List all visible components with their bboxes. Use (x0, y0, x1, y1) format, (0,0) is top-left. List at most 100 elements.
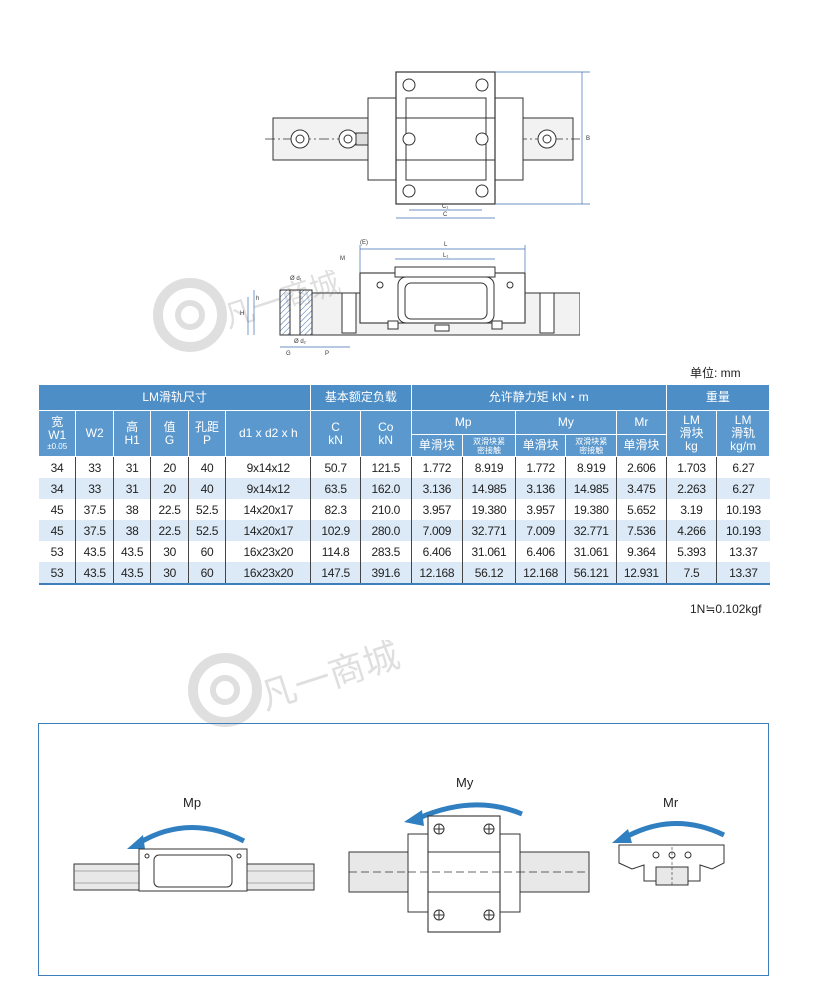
header-moment: 允许静力矩 kN・m (410, 384, 667, 411)
table-cell: 7.5 (665, 562, 718, 585)
table-cell: 43.5 (75, 562, 114, 585)
table-cell: 37.5 (75, 520, 114, 541)
dim-l1-label: L₁ (443, 253, 448, 259)
table-cell: 20 (150, 478, 189, 499)
header-load: 基本额定负载 (310, 384, 412, 411)
table-cell: 37.5 (75, 499, 114, 520)
label-mr: Mr (663, 795, 679, 810)
watermark-text: 凡一商城 (255, 640, 405, 719)
sub-mp-double: 双滑块紧密接触 (462, 434, 516, 457)
my-diagram (348, 802, 590, 933)
label-my: My (456, 775, 474, 790)
table-cell: 5.652 (616, 499, 667, 520)
table-cell: 56.12 (462, 562, 516, 585)
table-cell: 38 (112, 520, 152, 541)
table-cell: 6.406 (514, 541, 567, 562)
dim-p-label: P (325, 351, 329, 357)
dim-c1-label: C₁ (442, 204, 448, 210)
table-cell: 3.957 (410, 499, 464, 520)
moment-diagram-box: Mp My Mr (38, 723, 769, 976)
col-d: d1 x d2 x h (225, 410, 312, 457)
dim-e-label: (E) (360, 240, 368, 246)
table-cell: 30 (150, 562, 189, 585)
my-arrow-icon (418, 802, 523, 821)
table-cell: 210.0 (359, 499, 412, 520)
table-cell: 4.266 (665, 520, 718, 541)
table-cell: 10.193 (716, 499, 770, 520)
col-w1: 宽 W1 ±0.05 (37, 410, 77, 457)
table-cell: 43.5 (112, 562, 152, 585)
table-cell: 20 (150, 456, 189, 478)
mp-diagram (73, 825, 315, 892)
table-cell: 19.380 (462, 499, 516, 520)
dim-h-label: H (240, 311, 244, 317)
table-cell: 33 (75, 478, 114, 499)
table-cell: 34 (38, 456, 77, 478)
spec-table: LM滑轨尺寸 基本额定负载 允许静力矩 kN・m 重量 宽 W1 ±0.05 W… (37, 384, 771, 585)
table-cell: 45 (38, 520, 77, 541)
table-cell: 147.5 (310, 562, 361, 585)
header-rail: LM滑轨尺寸 (37, 384, 312, 411)
table-cell: 13.37 (716, 541, 770, 562)
sub-my-single: 单滑块 (514, 434, 567, 457)
table-cell: 53 (38, 562, 77, 585)
table-cell: 2.263 (665, 478, 718, 499)
dim-d1-label: Ø d₁ (290, 276, 302, 282)
table-cell: 32.771 (565, 520, 618, 541)
table-cell: 6.27 (716, 456, 770, 478)
table-cell: 31 (112, 456, 152, 478)
table-cell: 14x20x17 (225, 520, 312, 541)
table-cell: 13.37 (716, 562, 770, 585)
table-cell: 6.406 (410, 541, 464, 562)
table-cell: 12.931 (616, 562, 667, 585)
table-cell: 30 (150, 541, 189, 562)
table-cell: 14x20x17 (225, 499, 312, 520)
table-cell: 121.5 (359, 456, 412, 478)
table-cell: 53 (38, 541, 77, 562)
table-cell: 3.475 (616, 478, 667, 499)
table-cell: 3.136 (514, 478, 567, 499)
col-w2: W2 (75, 410, 114, 457)
table-cell: 16x23x20 (225, 562, 312, 585)
table-cell: 43.5 (75, 541, 114, 562)
table-cell: 12.168 (410, 562, 464, 585)
table-cell: 38 (112, 499, 152, 520)
header-weight: 重量 (665, 384, 771, 411)
col-my: My (514, 410, 618, 435)
table-cell: 162.0 (359, 478, 412, 499)
dim-c-label: C (443, 212, 448, 218)
block-hole-icon (475, 184, 489, 198)
table-cell: 32.771 (462, 520, 516, 541)
block-hole-icon (475, 78, 489, 92)
table-cell: 31.061 (462, 541, 516, 562)
dim-l-label: L (444, 242, 448, 248)
table-cell: 14.985 (565, 478, 618, 499)
mr-diagram (612, 821, 726, 886)
label-mp: Mp (183, 795, 202, 810)
table-cell: 19.380 (565, 499, 618, 520)
conversion-note: 1N≒0.102kgf (690, 602, 762, 616)
table-cell: 22.5 (150, 499, 189, 520)
table-cell: 3.19 (665, 499, 718, 520)
table-cell: 31 (112, 478, 152, 499)
table-cell: 283.5 (359, 541, 412, 562)
block-hole-icon (402, 78, 416, 92)
table-cell: 82.3 (310, 499, 361, 520)
watermark-text: 凡一商城 (220, 270, 345, 336)
table-cell: 5.393 (665, 541, 718, 562)
table-cell: 3.957 (514, 499, 567, 520)
table-cell: 2.606 (616, 456, 667, 478)
dim-d2-label: Ø d₂ (294, 339, 307, 345)
table-cell: 6.27 (716, 478, 770, 499)
watermark-logo-bottom: 凡一商城 (185, 635, 465, 745)
table-cell: 56.121 (565, 562, 618, 585)
side-view-drawing: H h Ø d₁ Ø d₂ G P (E) L L₁ M (240, 240, 580, 357)
table-cell: 9x14x12 (225, 478, 312, 499)
table-cell: 60 (187, 562, 227, 585)
sub-my-double: 双滑块紧密接触 (565, 434, 618, 457)
table-cell: 40 (187, 456, 227, 478)
